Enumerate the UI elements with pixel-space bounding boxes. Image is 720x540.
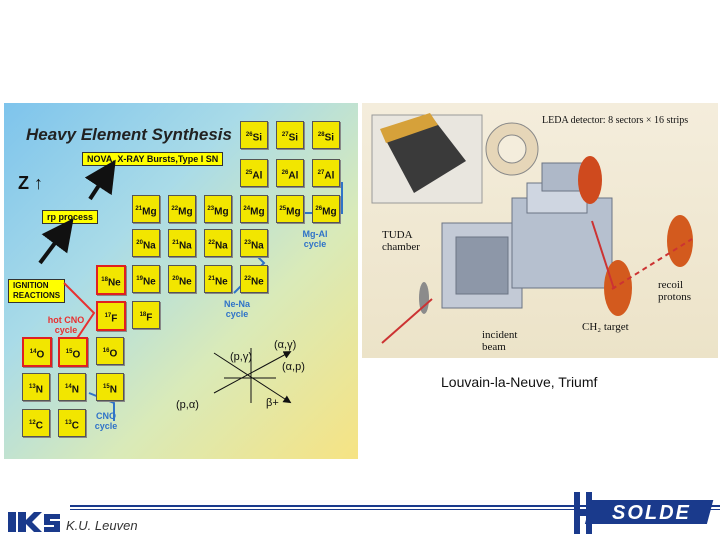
nuclide-cell: 28Si	[312, 121, 340, 149]
nuclide-cell: 26Al	[276, 159, 304, 187]
recoil-protons-label: recoil protons	[658, 279, 691, 303]
nuclide-cell: 13C	[58, 409, 86, 437]
nuclide-cell: 25Mg	[276, 195, 304, 223]
cno-cycle-label: CNO cycle	[84, 411, 128, 431]
nuclide-cell: 26Mg	[312, 195, 340, 223]
nuclide-cell: 15O	[58, 337, 88, 367]
ne-na-cycle-label: Ne-Na cycle	[212, 299, 262, 319]
institution-name: K.U. Leuven	[66, 518, 138, 533]
ch2-target-label: CH₂ target	[582, 321, 629, 333]
nuclide-cell: 17F	[96, 301, 126, 331]
leda-detector-label: LEDA detector: 8 sectors × 16 strips	[542, 115, 688, 126]
nuclide-cell: 21Mg	[132, 195, 160, 223]
reaction-alpha-p: (α,p)	[282, 361, 305, 373]
nuclide-cell: 14O	[22, 337, 52, 367]
reaction-alpha-gamma: (α,γ)	[274, 339, 296, 351]
nuclide-cell: 27Al	[312, 159, 340, 187]
nuclide-cell: 19Ne	[132, 265, 160, 293]
nuclide-cell: 23Na	[240, 229, 268, 257]
nuclide-cell: 20Na	[132, 229, 160, 257]
nuclide-cell: 13N	[22, 373, 50, 401]
nuclide-cell: 26Si	[240, 121, 268, 149]
nuclide-cell: 27Si	[276, 121, 304, 149]
nuclide-cell: 14N	[58, 373, 86, 401]
nuclide-cell: 21Ne	[204, 265, 232, 293]
nuclide-cell: 25Al	[240, 159, 268, 187]
nuclide-cell: 18Ne	[96, 265, 126, 295]
experiment-setup-panel: LEDA detector: 8 sectors × 16 strips TUD…	[362, 103, 718, 358]
reaction-beta-plus: β+	[266, 397, 279, 409]
nuclide-cell: 22Ne	[240, 265, 268, 293]
tuda-chamber-label: TUDA chamber	[382, 229, 420, 253]
reaction-p-gamma: (p,γ)	[230, 351, 252, 363]
nuclide-cell: 15N	[96, 373, 124, 401]
reaction-p-alpha: (p,α)	[176, 399, 199, 411]
nuclide-cell: 21Na	[168, 229, 196, 257]
iks-logo	[8, 510, 60, 534]
nuclide-cell: 12C	[22, 409, 50, 437]
isolde-logo: SOLDE	[572, 490, 718, 536]
nuclide-cell: 22Mg	[168, 195, 196, 223]
nuclide-cell: 18F	[132, 301, 160, 329]
figure-caption: Louvain-la-Neuve, Triumf	[441, 374, 597, 390]
svg-text:SOLDE: SOLDE	[612, 502, 691, 524]
nuclide-cell: 16O	[96, 337, 124, 365]
incident-beam-label: incident beam	[482, 329, 517, 353]
nuclide-cell: 23Mg	[204, 195, 232, 223]
nuclide-cell: 24Mg	[240, 195, 268, 223]
nuclide-cell: 22Na	[204, 229, 232, 257]
mg-al-cycle-label: Mg-Al cycle	[290, 229, 340, 249]
nuclide-cell: 20Ne	[168, 265, 196, 293]
heavy-element-synthesis-panel: Heavy Element Synthesis NOVA, X-RAY Burs…	[4, 103, 358, 459]
hot-cno-cycle-label: hot CNO cycle	[38, 315, 94, 335]
